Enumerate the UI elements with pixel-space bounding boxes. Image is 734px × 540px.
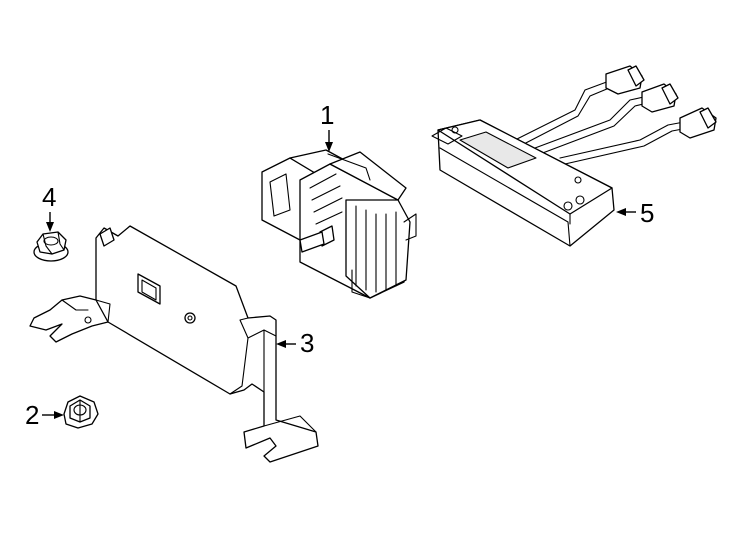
part-2-flange-nut xyxy=(63,395,99,429)
part-4-flange-nut xyxy=(33,231,69,262)
part-1-sensor-unit xyxy=(261,149,417,299)
callout-2-label: 2 xyxy=(25,400,39,430)
callout-5-arrow xyxy=(616,208,626,216)
callout-1-arrow xyxy=(325,142,333,152)
callout-3-arrow xyxy=(276,340,286,348)
callout-4-arrow xyxy=(46,222,54,232)
part-3-bracket xyxy=(29,225,319,463)
callout-5-label: 5 xyxy=(640,198,654,228)
callout-3: 3 xyxy=(276,328,314,358)
callout-1-label: 1 xyxy=(320,100,334,130)
callout-1: 1 xyxy=(320,100,334,152)
callout-2-arrow xyxy=(54,411,64,419)
callout-5: 5 xyxy=(616,198,654,228)
callout-4-label: 4 xyxy=(42,182,56,212)
callout-3-label: 3 xyxy=(300,328,314,358)
callout-4: 4 xyxy=(42,182,56,232)
callout-2: 2 xyxy=(25,400,64,430)
part-5-control-module xyxy=(431,65,717,247)
